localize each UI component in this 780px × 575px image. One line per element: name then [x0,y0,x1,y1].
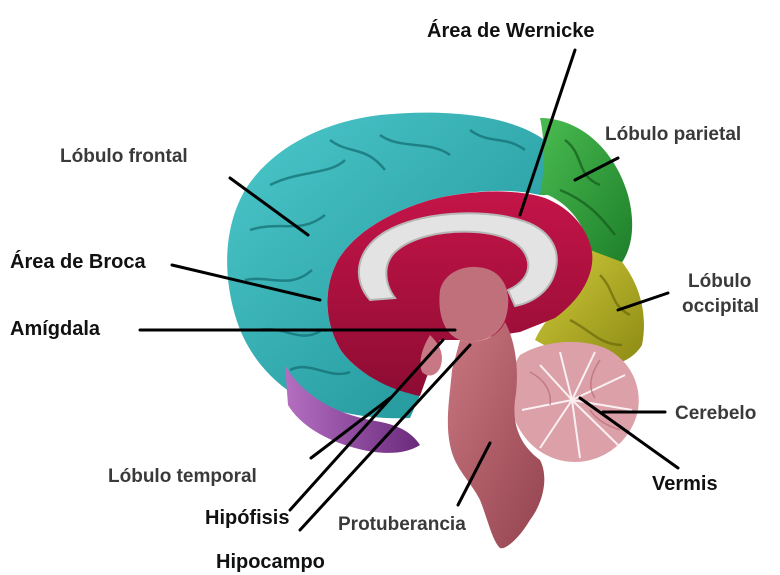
label-protuberancia: Protuberancia [338,514,466,535]
label-hipocampo: Hipocampo [216,551,325,573]
label-broca: Área de Broca [10,250,146,273]
label-amigdala: Amígdala [10,318,101,340]
label-lobulo-occipital-line1: Lóbulo [688,271,751,292]
label-hipofisis: Hipófisis [205,507,289,529]
label-lobulo-temporal: Lóbulo temporal [108,466,257,487]
label-cerebelo: Cerebelo [675,403,756,424]
label-lobulo-frontal: Lóbulo frontal [60,146,188,167]
label-vermis: Vermis [652,473,718,495]
label-lobulo-parietal: Lóbulo parietal [605,124,741,145]
label-wernicke: Área de Wernicke [427,19,595,42]
label-lobulo-occipital-line2: occipital [682,296,759,317]
